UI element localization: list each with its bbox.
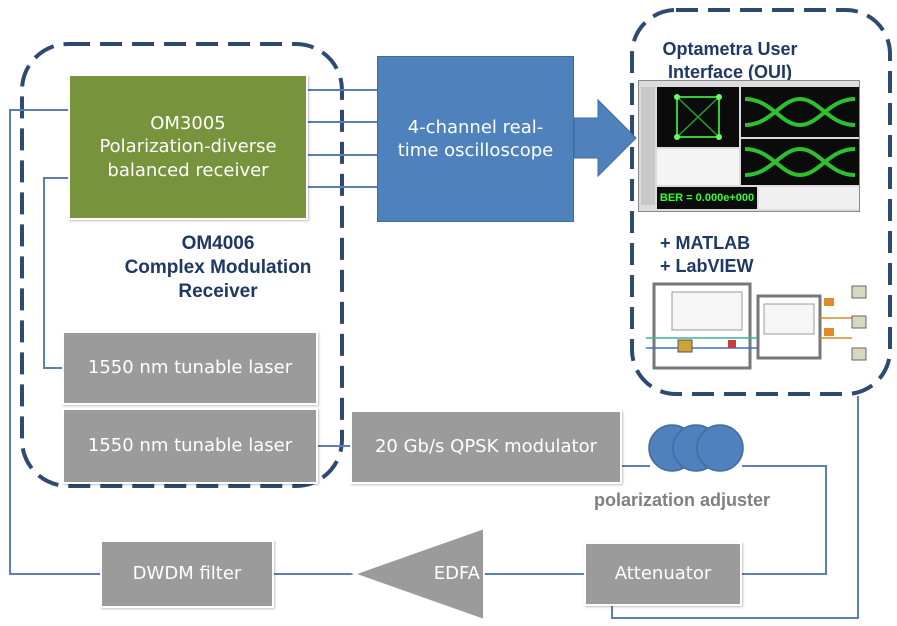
oscilloscope-label-line1: 4-channel real- — [407, 116, 544, 138]
receiver-model-label: OM3005 — [150, 112, 226, 134]
dwdm-filter-block: DWDM filter — [100, 540, 274, 608]
oui-constellation-panel — [657, 87, 739, 147]
receiver-desc-line2: balanced receiver — [107, 159, 269, 181]
oscilloscope-block: 4-channel real- time oscilloscope — [377, 56, 574, 222]
modulator-label: 20 Gb/s QPSK modulator — [374, 436, 598, 458]
qpsk-modulator-block: 20 Gb/s QPSK modulator — [350, 410, 622, 484]
tx-laser-label: 1550 nm tunable laser — [87, 435, 293, 457]
dwdm-label: DWDM filter — [132, 563, 242, 585]
oui-sidebar — [641, 87, 655, 205]
dwdm-to-receiver-line — [9, 109, 100, 575]
fiber-loop-3 — [696, 424, 744, 472]
oui-title-line1: Optametra User — [662, 39, 798, 59]
edfa-label: EDFA — [414, 560, 480, 588]
oui-status-panel — [759, 187, 859, 209]
ber-value: BER = 0.000e+000 — [659, 192, 755, 204]
lo-laser-block: 1550 nm tunable laser — [62, 331, 318, 405]
tx-laser-block: 1550 nm tunable laser — [62, 408, 318, 484]
adjuster-to-attenuator-line — [742, 465, 827, 575]
polarization-adjuster-loops — [648, 424, 744, 472]
oui-eye-panel-bottom — [741, 139, 859, 185]
labview-diagram-thumbnail — [646, 278, 876, 374]
om4006-group-title: OM4006 Complex Modulation Receiver — [108, 232, 328, 303]
om4006-title-line1: OM4006 — [181, 233, 255, 254]
scope-to-oui-arrow — [573, 98, 637, 178]
matlab-label: + MATLAB — [660, 233, 751, 253]
attenuator-block: Attenuator — [584, 542, 742, 606]
receiver-desc-line1: Polarization-diverse — [99, 136, 277, 158]
edfa-amplifier-triangle — [351, 526, 485, 622]
oui-control-line — [611, 396, 859, 619]
oui-eye-panel-top — [741, 87, 859, 137]
edfa-label-text: EDFA — [433, 563, 480, 585]
oui-ber-readout: BER = 0.000e+000 — [657, 187, 757, 209]
om4006-title-line2: Complex Modulation — [124, 256, 312, 278]
laser-to-receiver-line — [43, 177, 68, 369]
labview-label: + LabVIEW — [660, 255, 754, 276]
oscilloscope-label-line2: time oscilloscope — [397, 140, 554, 161]
polarization-adjuster-label: polarization adjuster — [594, 490, 771, 510]
oui-group-outline — [630, 8, 892, 396]
om4006-group-outline — [20, 42, 344, 488]
oui-screenshot: BER = 0.000e+000 — [638, 80, 860, 212]
oui-white-panel — [657, 149, 739, 185]
oui-addons-label: + MATLAB + LabVIEW — [660, 232, 790, 277]
oui-title-line2: Interface (OUI) — [667, 61, 793, 82]
lo-laser-label: 1550 nm tunable laser — [87, 357, 293, 379]
om4006-title-line3: Receiver — [178, 280, 258, 302]
oui-group-title: Optametra User Interface (OUI) — [640, 38, 820, 83]
om3005-receiver-block: OM3005 Polarization-diverse balanced rec… — [68, 74, 308, 220]
optical-connections — [9, 89, 859, 619]
attenuator-label: Attenuator — [614, 563, 712, 585]
labview-wiring — [646, 282, 867, 370]
